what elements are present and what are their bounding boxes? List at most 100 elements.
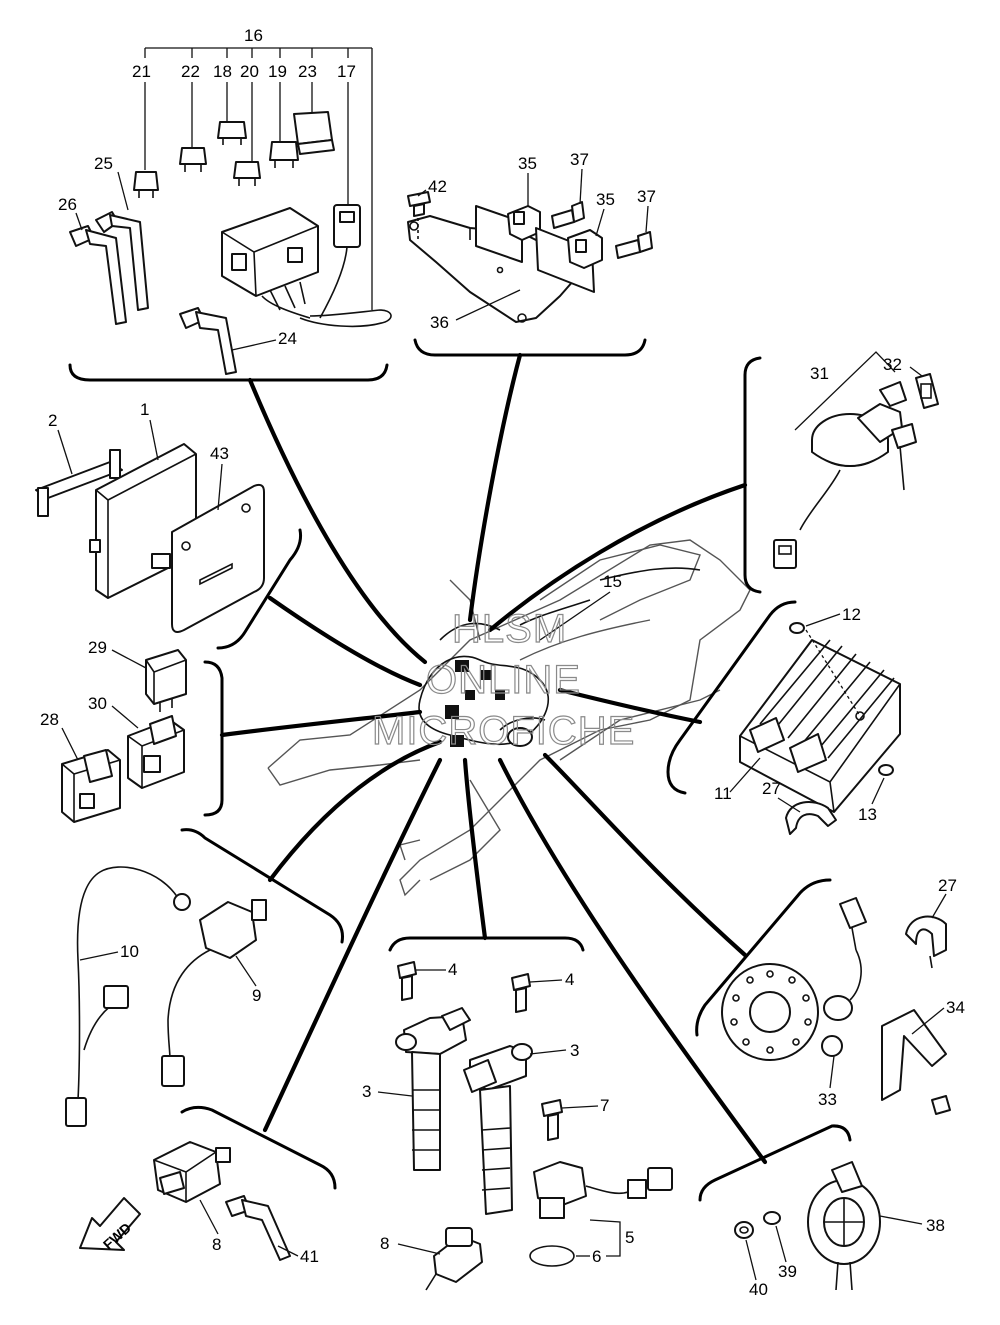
pickup-coil-33 <box>821 897 867 1057</box>
callout-36: 36 <box>430 313 449 332</box>
callout-37-right: 37 <box>637 187 656 206</box>
main-switch-31 <box>773 381 917 569</box>
callout-43: 43 <box>210 444 229 463</box>
fuse-22-spare <box>293 111 335 155</box>
callout-22: 23 <box>298 62 317 81</box>
callout-4-right: 4 <box>565 970 574 989</box>
fuse-19 <box>233 161 261 186</box>
pressure-switch-8 <box>153 1141 231 1203</box>
o-ring-6 <box>529 1245 575 1267</box>
callout-8: 8 <box>212 1235 221 1254</box>
group-brace-relays <box>203 660 224 817</box>
callout-30: 30 <box>88 694 107 713</box>
group-brace-pressure-switch <box>180 1105 337 1190</box>
callout-11: 10 <box>120 942 139 961</box>
bracket-34 <box>881 1009 951 1115</box>
relay-35-left <box>475 205 541 263</box>
callout-35-left: 35 <box>518 154 537 173</box>
callout-25: 26 <box>58 195 77 214</box>
bolt-13 <box>789 622 805 634</box>
collar-14 <box>878 764 894 776</box>
screw-37-left <box>551 201 585 229</box>
callout-10: 9 <box>252 986 261 1005</box>
group-brace-fuse-box <box>68 363 389 382</box>
cable-tie-24 <box>95 211 149 311</box>
clamp-42 <box>225 1195 291 1261</box>
callout-31: 31 <box>810 364 829 383</box>
relay-29 <box>145 649 187 712</box>
group-brace-rectifier <box>666 600 797 795</box>
cable-tie-23 <box>179 307 237 375</box>
washer-39 <box>763 1211 781 1225</box>
callout-34: 34 <box>946 998 965 1017</box>
callout-2: 2 <box>48 411 57 430</box>
callout-3-left: 3 <box>362 1082 371 1101</box>
group-brace-coils <box>388 936 585 952</box>
relay-28 <box>61 749 121 823</box>
callout-13: 12 <box>842 605 861 624</box>
callout-17: 18 <box>213 62 232 81</box>
callout-4-left: 4 <box>448 960 457 979</box>
callout-29: 29 <box>88 638 107 657</box>
fuse-20 <box>133 171 159 198</box>
fuse-18 <box>269 141 299 168</box>
watermark-line-3: MICROFICHE <box>372 709 635 753</box>
callout-33: 33 <box>818 1090 837 1109</box>
leader-rays <box>219 352 768 1165</box>
callout-42: 41 <box>300 1247 319 1266</box>
watermark-line-1: HLSM <box>452 607 567 651</box>
callout-1: 1 <box>140 400 149 419</box>
callout-5: 5 <box>625 1228 634 1247</box>
group-brace-brackets <box>413 338 647 357</box>
callout-20: 21 <box>132 62 151 81</box>
callout-9: 8 <box>380 1234 389 1253</box>
bolt-7 <box>541 1099 563 1141</box>
bolt-4-left <box>397 961 417 1001</box>
callout-12: 11 <box>714 784 732 803</box>
callout-15-center: 15 <box>603 572 622 591</box>
callout-24: 25 <box>94 154 113 173</box>
callout-14: 13 <box>858 805 877 824</box>
fuse-16-main <box>319 204 361 319</box>
callout-26: 27 <box>762 779 781 798</box>
ecu-bracket-2 <box>35 449 123 517</box>
pickup-rotor <box>721 963 819 1061</box>
group-brace-main-switch <box>743 356 762 594</box>
callout-35-right: 35 <box>596 190 615 209</box>
group-brace-horn <box>698 1124 852 1202</box>
callout-15-top: 16 <box>244 26 263 45</box>
fuse-21 <box>179 147 207 172</box>
callout-28: 28 <box>40 710 59 729</box>
callout-37-left: 37 <box>570 150 589 169</box>
callout-38: 38 <box>926 1216 945 1235</box>
callout-16: 17 <box>337 62 356 81</box>
group-brace-pickup <box>695 878 832 1037</box>
fwd-direction-arrow: FWD <box>79 1197 141 1253</box>
callout-27: 27 <box>938 876 957 895</box>
relay-35-right <box>535 227 603 293</box>
sensor-5 <box>533 1161 673 1219</box>
callout-39: 39 <box>778 1262 797 1281</box>
callout-23: 24 <box>278 329 297 348</box>
watermark-line-2: ONLINE <box>426 658 581 702</box>
key-blank-32 <box>915 373 939 409</box>
watermark: HLSM ONLINE MICROFICHE <box>371 606 635 753</box>
wire-harness-center <box>418 567 701 747</box>
callout-32: 32 <box>883 355 902 374</box>
ecu-cover-43 <box>171 483 265 633</box>
group-brace-sensors-left <box>180 828 344 944</box>
lead-wire-11 <box>65 866 191 1127</box>
callout-41: 42 <box>428 177 447 196</box>
callout-21: 22 <box>181 62 200 81</box>
motorcycle-frame-outline <box>267 539 751 897</box>
callout-7: 7 <box>600 1096 609 1115</box>
callout-3-right: 3 <box>570 1041 579 1060</box>
ignition-coil-3-left <box>395 1007 471 1171</box>
screw-37-right <box>615 231 653 259</box>
callout-18: 19 <box>268 62 287 81</box>
rectifier-regulator-12 <box>739 639 901 813</box>
cable-tie-25 <box>69 225 127 325</box>
callout-6: 6 <box>592 1247 601 1266</box>
sensor-9 <box>425 1227 483 1291</box>
